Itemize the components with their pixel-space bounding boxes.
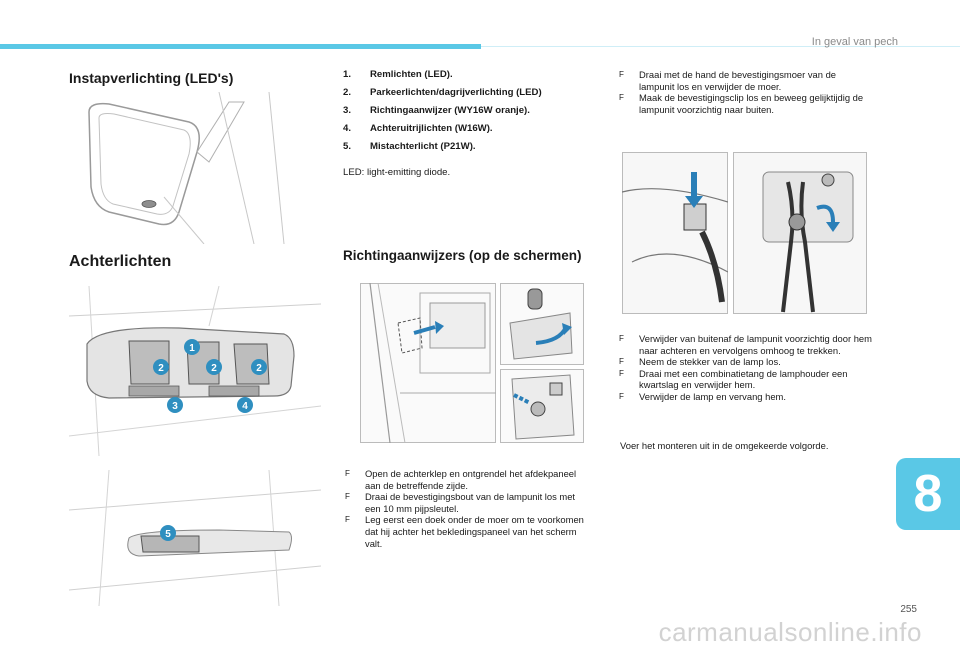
clip-release-illustration: [622, 152, 728, 314]
watermark: carmanualsonline.info: [658, 617, 922, 647]
svg-text:2: 2: [211, 363, 217, 374]
chapter-tab: 8: [896, 458, 960, 530]
list-item: 5.Mistachterlicht (P21W).: [343, 141, 476, 152]
list-item: 3.Richtingaanwijzer (WY16W oranje).: [343, 105, 530, 116]
fog-light-callouts: 5: [160, 525, 176, 541]
callout-4: 4: [237, 397, 253, 413]
panel-release-illustration: [500, 283, 584, 365]
bulb-list: 1.Remlichten (LED). 2.Parkeerlichten/dag…: [343, 69, 603, 159]
svg-text:1: 1: [189, 343, 195, 354]
callout-2c: 2: [251, 359, 267, 375]
list-item: 1.Remlichten (LED).: [343, 69, 453, 80]
header-rule: [481, 46, 960, 47]
bolt-removal-illustration: [500, 369, 584, 443]
mirror-illustration: [88, 92, 285, 244]
page-number: 255: [900, 604, 917, 615]
callout-2b: 2: [206, 359, 222, 375]
section-title: In geval van pech: [811, 36, 898, 48]
callout-1: 1: [184, 339, 200, 355]
callout-3: 3: [167, 397, 183, 413]
led-note: LED: light-emitting diode.: [343, 167, 451, 178]
indicators-heading: Richtingaanwijzers (op de schermen): [343, 248, 582, 263]
header-accent-bar: [0, 44, 481, 49]
reassembly-note: Voer het monteren uit in de omgekeerde v…: [620, 440, 829, 451]
entry-lights-heading: Instapverlichting (LED's): [69, 70, 234, 86]
svg-text:5: 5: [165, 529, 171, 540]
svg-text:2: 2: [158, 363, 164, 374]
svg-text:4: 4: [242, 401, 248, 412]
rear-lights-heading: Achterlichten: [69, 253, 172, 270]
tailgate-illustration: [360, 283, 496, 443]
bulb-holder-pliers-illustration: [733, 152, 867, 314]
fog-light-illustration: [69, 470, 321, 606]
list-item: 4.Achteruitrijlichten (W16W).: [343, 123, 493, 134]
list-item: 2.Parkeerlichten/dagrijverlichting (LED): [343, 87, 542, 98]
callout-2a: 2: [153, 359, 169, 375]
svg-text:3: 3: [172, 401, 178, 412]
svg-text:2: 2: [256, 363, 262, 374]
callout-5: 5: [160, 525, 176, 541]
rear-lights-callouts: 1 2 2 2 3 4: [153, 339, 267, 413]
